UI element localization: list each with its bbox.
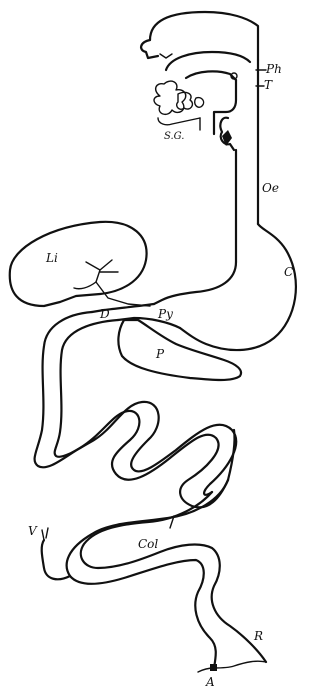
oesophagus-and-stomach xyxy=(154,60,296,350)
label-salivary-glands: S.G. xyxy=(164,131,184,142)
label-pancreas: P xyxy=(155,347,165,361)
small-intestine xyxy=(35,312,237,507)
label-rectum: R xyxy=(253,629,263,643)
label-tonsil: T xyxy=(264,78,273,92)
label-pylorus: Py xyxy=(157,307,173,321)
label-oesophagus: Oe xyxy=(262,181,279,195)
mouth-and-head xyxy=(141,12,258,80)
colon xyxy=(42,480,266,668)
label-pharynx: Ph xyxy=(265,62,282,76)
liver xyxy=(10,222,150,306)
label-vermiform-appendix: V xyxy=(28,524,38,538)
anus-marker xyxy=(210,664,217,671)
salivary-glands xyxy=(154,81,204,130)
label-stomach: C xyxy=(284,265,293,279)
label-duodenum: D xyxy=(99,307,110,321)
label-colon: Col xyxy=(138,537,158,551)
rectum-anus xyxy=(198,661,266,672)
label-liver: Li xyxy=(45,251,58,265)
label-anus: A xyxy=(205,675,215,689)
